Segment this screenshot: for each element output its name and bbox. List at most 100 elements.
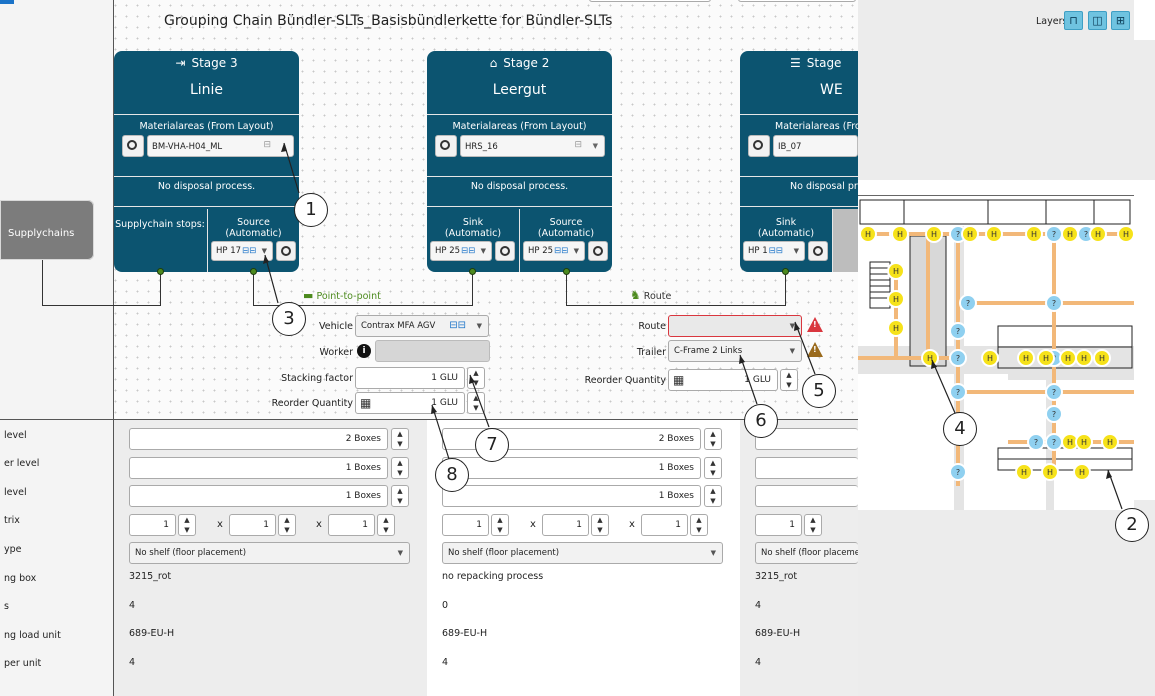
source-hp-select[interactable]: HP 17⊟⊟▼	[211, 241, 273, 261]
matrix-input[interactable]: 1	[129, 514, 176, 536]
holding-point-marker[interactable]	[961, 225, 979, 243]
stacking-factor-stepper[interactable]: ▲▼	[467, 367, 485, 389]
sink-hp-select[interactable]: HP 25⊟⊟▼	[430, 241, 492, 261]
info-icon[interactable]: i	[357, 344, 371, 358]
level-stepper[interactable]: ▲▼	[391, 485, 409, 507]
p2p-connection-label[interactable]: ▬ Point-to-point	[303, 289, 381, 302]
level-input[interactable]: 1 Boxes	[129, 457, 388, 479]
supplychains-node[interactable]: Supplychains	[0, 200, 94, 260]
holding-point-marker[interactable]	[891, 225, 909, 243]
level-input[interactable]: 1 Boxes	[442, 457, 701, 479]
holding-point-marker[interactable]	[1025, 225, 1043, 243]
route-reorder-quantity-stepper[interactable]: ▲▼	[780, 369, 798, 391]
connection-port[interactable]	[782, 268, 789, 275]
matrix-input[interactable]: 1	[641, 514, 688, 536]
stage-card-linie[interactable]: ⇥Stage 3 Linie Materialareas (From Layou…	[114, 51, 299, 272]
materialarea-select[interactable]: IB_07	[773, 135, 858, 157]
shelf-select[interactable]: No shelf (floor placement)▼	[129, 542, 410, 564]
trailer-select[interactable]: C-Frame 2 Links▼	[668, 340, 802, 362]
pick-target-icon[interactable]	[276, 241, 296, 261]
holding-point-marker[interactable]	[1015, 463, 1033, 481]
handover-point-marker[interactable]	[1027, 433, 1045, 451]
handover-point-marker[interactable]	[1045, 383, 1063, 401]
level-stepper[interactable]: ▲▼	[704, 457, 722, 479]
matrix-stepper[interactable]: ▲▼	[690, 514, 708, 536]
shelf-select[interactable]: No shelf (floor placement)▼	[442, 542, 723, 564]
holding-point-marker[interactable]	[925, 225, 943, 243]
connection-port[interactable]	[250, 268, 257, 275]
level-input[interactable]	[755, 457, 858, 479]
handover-point-marker[interactable]	[1045, 405, 1063, 423]
pick-target-icon[interactable]	[748, 135, 770, 157]
matrix-input[interactable]: 1	[328, 514, 375, 536]
holding-point-marker[interactable]	[1075, 433, 1093, 451]
holding-point-marker[interactable]	[1037, 349, 1055, 367]
connection-port[interactable]	[563, 268, 570, 275]
level-stepper[interactable]: ▲▼	[391, 428, 409, 450]
reorder-quantity-stepper[interactable]: ▲▼	[467, 392, 485, 414]
materialarea-select[interactable]: HRS_16⊟▼	[460, 135, 605, 157]
matrix-stepper[interactable]: ▲▼	[278, 514, 296, 536]
stacking-factor-input[interactable]: 1 GLU	[355, 367, 465, 389]
worker-field[interactable]	[375, 340, 490, 362]
handover-point-marker[interactable]	[1045, 294, 1063, 312]
matrix-stepper[interactable]: ▲▼	[804, 514, 822, 536]
layer-rack-icon[interactable]: ⊓	[1064, 11, 1083, 30]
holding-point-marker[interactable]	[887, 319, 905, 337]
connection-port[interactable]	[157, 268, 164, 275]
shelf-select[interactable]: No shelf (floor placement	[755, 542, 858, 564]
holding-point-marker[interactable]	[1017, 349, 1035, 367]
holding-point-marker[interactable]	[1101, 433, 1119, 451]
holding-point-marker[interactable]	[1093, 349, 1111, 367]
holding-point-marker[interactable]	[887, 290, 905, 308]
holding-point-marker[interactable]	[1117, 225, 1134, 243]
level-stepper[interactable]: ▲▼	[704, 485, 722, 507]
matrix-input[interactable]: 1	[229, 514, 276, 536]
holding-point-marker[interactable]	[1089, 225, 1107, 243]
vehicle-select[interactable]: Contrax MFA AGV⊟⊟▼	[355, 315, 489, 337]
route-select[interactable]: ▼	[668, 315, 802, 337]
holding-point-marker[interactable]	[985, 225, 1003, 243]
route-reorder-quantity-input[interactable]: ▦1 GLU	[668, 369, 778, 391]
matrix-input[interactable]: 1	[755, 514, 802, 536]
handover-point-marker[interactable]	[949, 322, 967, 340]
holding-point-marker[interactable]	[1061, 225, 1079, 243]
level-stepper[interactable]: ▲▼	[391, 457, 409, 479]
reorder-quantity-input[interactable]: ▦1 GLU	[355, 392, 465, 414]
pick-target-icon[interactable]	[588, 241, 608, 261]
route-connection-label[interactable]: ♞ Route	[630, 288, 672, 302]
top-toolbar-button[interactable]	[589, 0, 711, 2]
layer-grid-icon[interactable]: ⊞	[1111, 11, 1130, 30]
pick-target-icon[interactable]	[495, 241, 515, 261]
pick-target-icon[interactable]	[435, 135, 457, 157]
holding-point-marker[interactable]	[1041, 463, 1059, 481]
handover-point-marker[interactable]	[949, 463, 967, 481]
holding-point-marker[interactable]	[981, 349, 999, 367]
holding-point-marker[interactable]	[887, 262, 905, 280]
holding-point-marker[interactable]	[859, 225, 877, 243]
matrix-stepper[interactable]: ▲▼	[591, 514, 609, 536]
stage-card-we[interactable]: ☰Stage WE Materialareas (From IB_07 No d…	[740, 51, 858, 272]
handover-point-marker[interactable]	[959, 294, 977, 312]
level-stepper[interactable]: ▲▼	[704, 428, 722, 450]
holding-point-marker[interactable]	[1075, 349, 1093, 367]
pick-target-icon[interactable]	[808, 241, 828, 261]
level-input[interactable]: 1 Boxes	[442, 485, 701, 507]
source-hp-select[interactable]: HP 25⊟⊟▼	[523, 241, 585, 261]
level-input[interactable]	[755, 485, 858, 507]
layer-shelf-icon[interactable]: ◫	[1088, 11, 1107, 30]
holding-point-marker[interactable]	[1073, 463, 1091, 481]
matrix-stepper[interactable]: ▲▼	[178, 514, 196, 536]
stage-card-leergut[interactable]: ⌂Stage 2 Leergut Materialareas (From Lay…	[427, 51, 612, 272]
sink-hp-select[interactable]: HP 1⊟⊟▼	[743, 241, 805, 261]
top-toolbar-button[interactable]	[738, 0, 856, 2]
matrix-input[interactable]: 1	[442, 514, 489, 536]
level-input[interactable]: 1 Boxes	[129, 485, 388, 507]
connection-port[interactable]	[469, 268, 476, 275]
pick-target-icon[interactable]	[122, 135, 144, 157]
materialarea-select[interactable]: BM-VHA-H04_ML⊟	[147, 135, 294, 157]
matrix-stepper[interactable]: ▲▼	[377, 514, 395, 536]
matrix-stepper[interactable]: ▲▼	[491, 514, 509, 536]
level-input[interactable]: 2 Boxes	[129, 428, 388, 450]
